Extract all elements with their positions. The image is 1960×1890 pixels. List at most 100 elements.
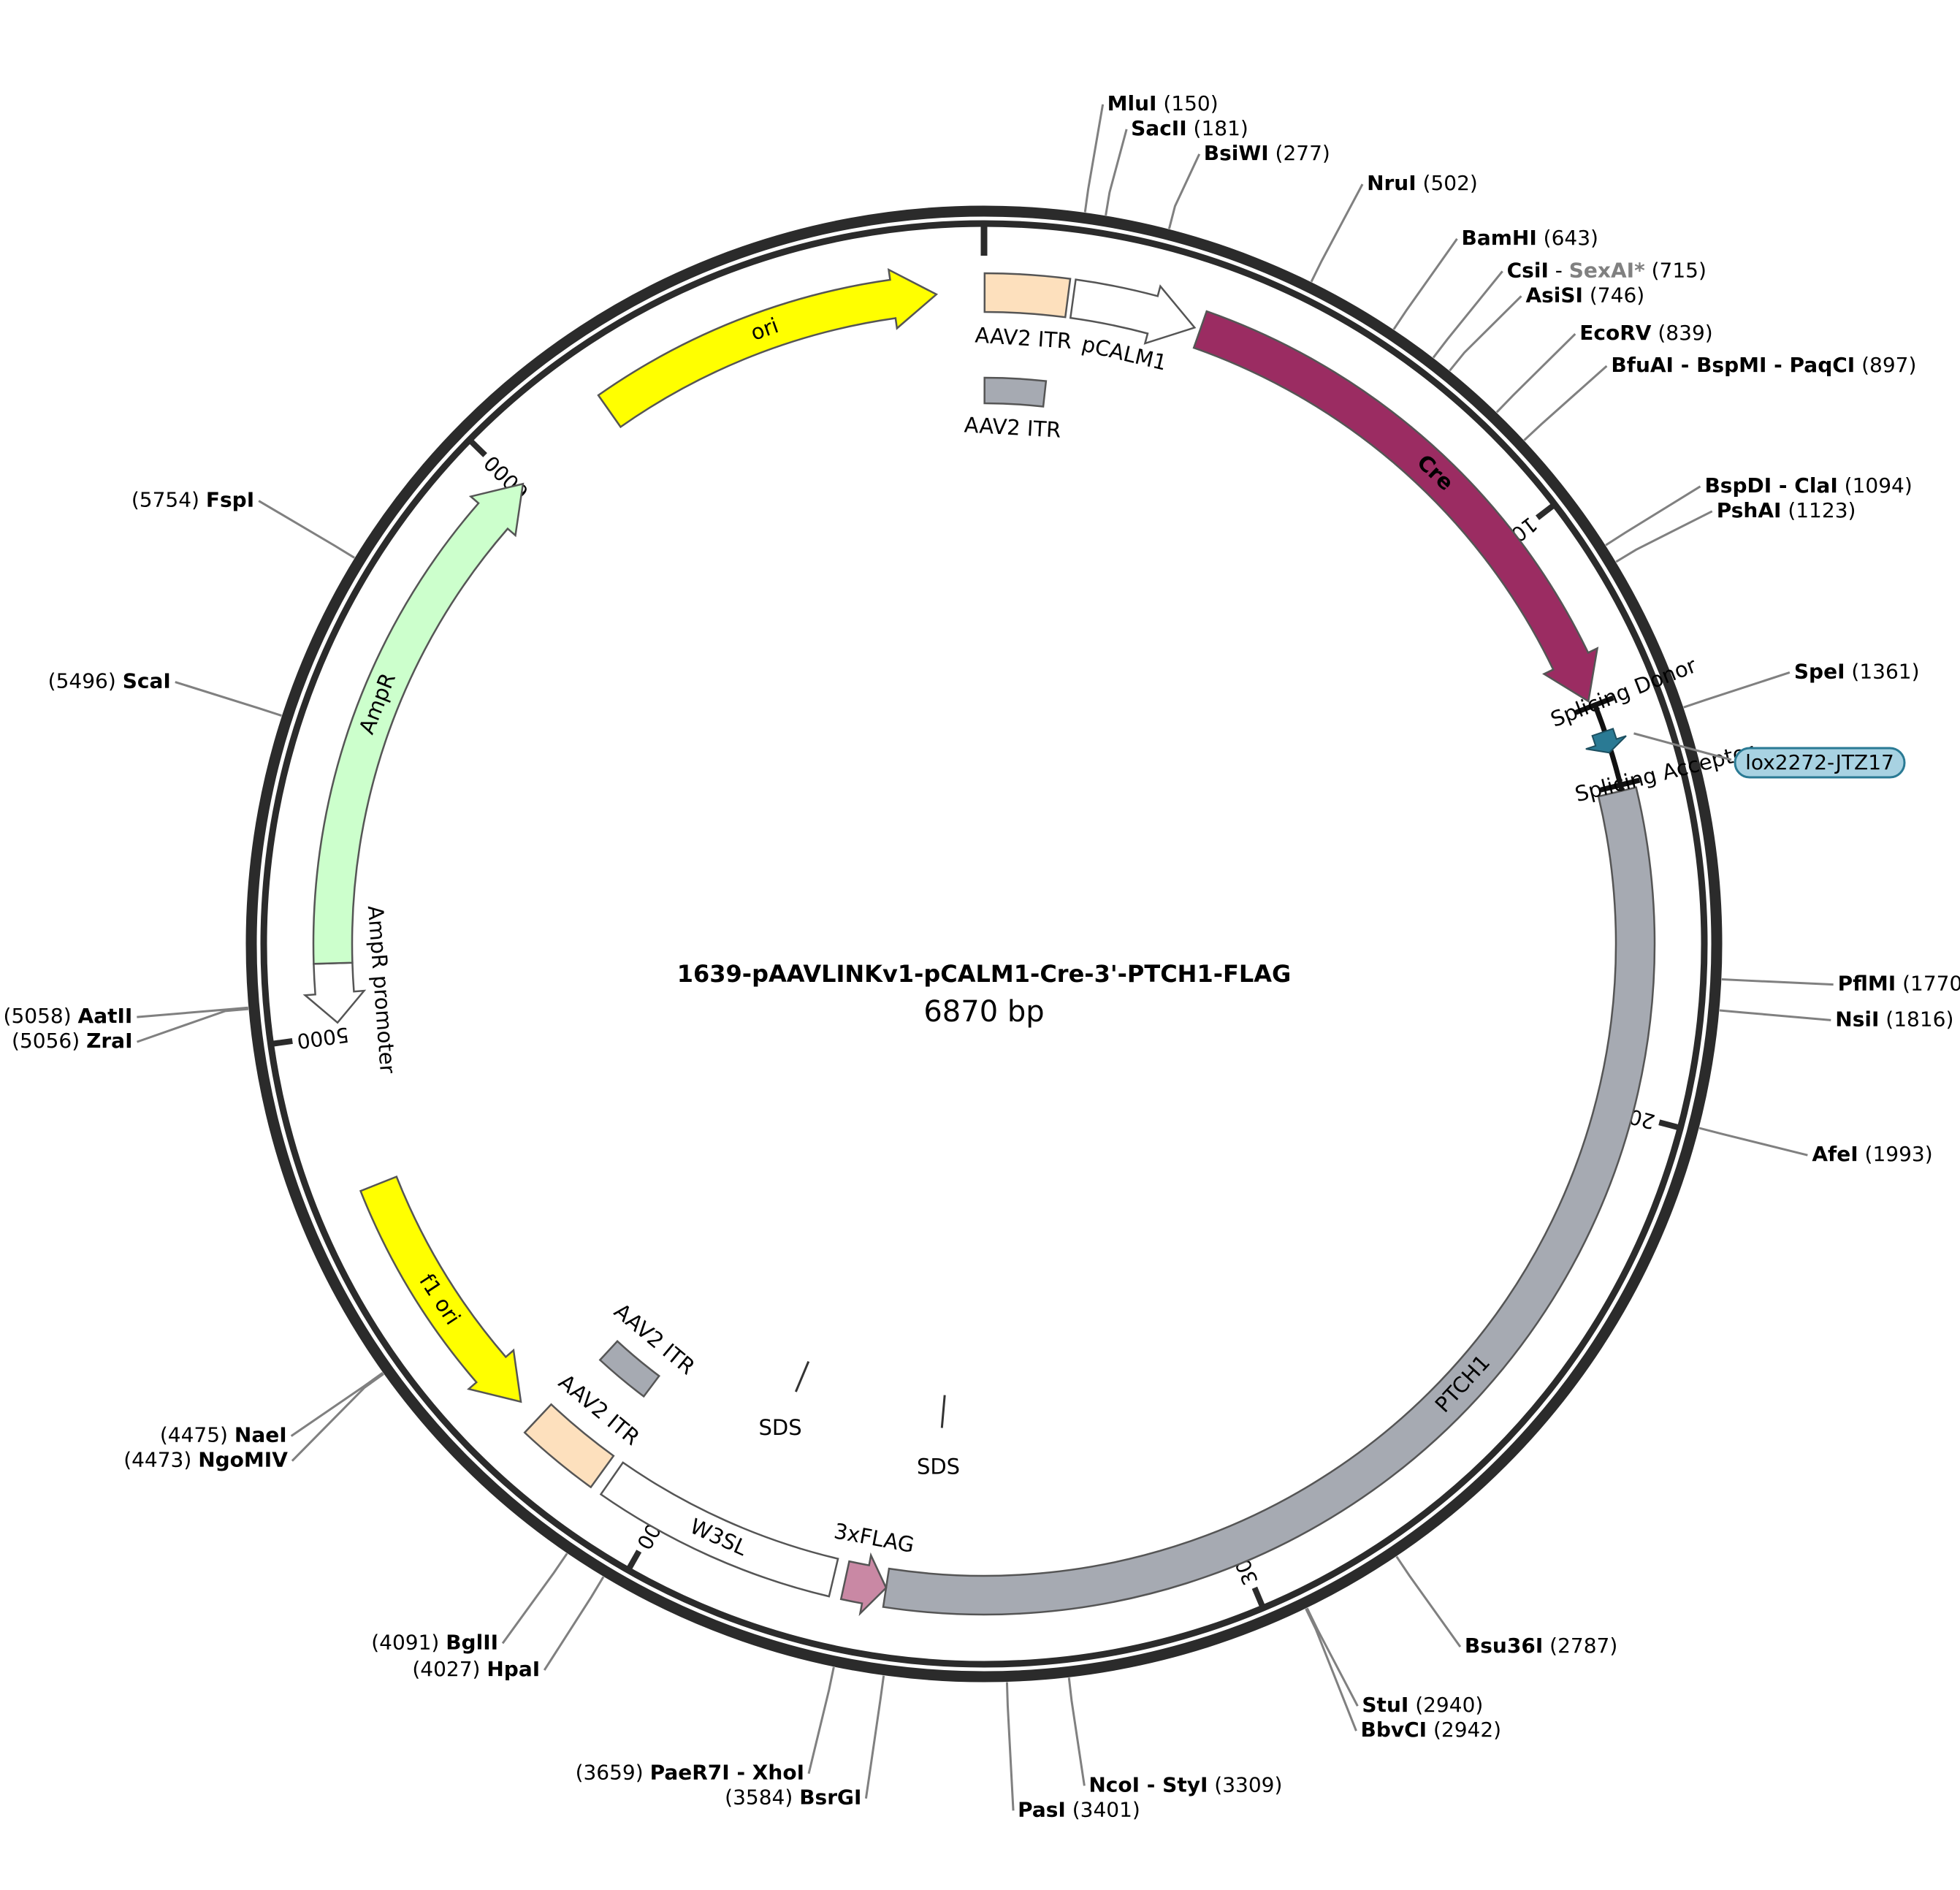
site-name-pshai: PshAI — [1717, 498, 1782, 522]
site-name-bspdi-clai: BspDI - ClaI — [1704, 473, 1837, 498]
site-position-naei: (4475) — [160, 1423, 234, 1447]
site-leader-paer7i-xhoi — [807, 1666, 835, 1775]
site-leader-scai — [175, 681, 282, 717]
site-label-ngomiv[interactable]: (4473) NgoMIV — [123, 1448, 288, 1472]
site-label-pshai[interactable]: PshAI (1123) — [1717, 498, 1856, 522]
site-position-pshai: (1123) — [1781, 498, 1856, 522]
site-leader-zrai — [137, 1007, 249, 1043]
site-position-bsiwi: (277) — [1269, 141, 1330, 165]
site-position-aatii: (5058) — [4, 1004, 78, 1028]
site-label-scai[interactable]: (5496) ScaI — [48, 669, 171, 693]
site-label-pasi[interactable]: PasI (3401) — [1018, 1797, 1140, 1821]
site-label-nsii[interactable]: NsiI (1816) — [1835, 1007, 1953, 1031]
site-label-nrui[interactable]: NruI (502) — [1367, 171, 1478, 195]
site-leader-bamhi — [1392, 238, 1458, 330]
feature-3xflag[interactable] — [839, 1552, 888, 1617]
site-label-fspi[interactable]: (5754) FspI — [131, 488, 254, 512]
site-label-ncoi-styi[interactable]: NcoI - StyI (3309) — [1088, 1772, 1282, 1796]
site-position-bspdi-clai: (1094) — [1838, 473, 1913, 498]
tick-mark-6000 — [469, 439, 487, 457]
backbone-inner-ring — [260, 220, 1708, 1668]
site-leader-aatii — [137, 1006, 248, 1018]
lox-site-badge[interactable] — [1734, 747, 1906, 779]
plasmid-size: 6870 bp — [923, 995, 1044, 1029]
feature-aav2-itr-4[interactable] — [598, 1340, 660, 1398]
site-label-aatii[interactable]: (5058) AatII — [4, 1004, 133, 1028]
site-separator: - — [1549, 258, 1569, 282]
site-label-pflmi[interactable]: PflMI (1770) — [1838, 972, 1960, 996]
site-leader-naei — [290, 1371, 384, 1437]
site-label-spei[interactable]: SpeI (1361) — [1794, 659, 1920, 683]
site-label-bglii[interactable]: (4091) BglII — [371, 1630, 498, 1654]
feature-ori[interactable] — [597, 267, 939, 429]
feature-label-3xflag: 3xFLAG — [832, 1518, 916, 1558]
site-leader-pasi — [1005, 1682, 1015, 1811]
site-alt-name-sexai: SexAI* — [1569, 258, 1645, 282]
feature-w3sl[interactable] — [599, 1461, 839, 1598]
feature-ampr-promoter[interactable] — [302, 961, 367, 1024]
site-position-ecorv: (839) — [1651, 321, 1712, 345]
site-label-stui[interactable]: StuI (2940) — [1362, 1693, 1483, 1717]
site-name-bamhi: BamHI — [1462, 226, 1537, 250]
site-name-scai: ScaI — [123, 669, 171, 693]
site-name-bglii: BglII — [446, 1630, 498, 1654]
site-label-hpai[interactable]: (4027) HpaI — [412, 1657, 540, 1681]
site-label-paer7i-xhoi[interactable]: (3659) PaeR7I - XhoI — [576, 1761, 804, 1785]
site-name-bfuai-bspmi-paqci: BfuAI - BspMI - PaqCI — [1611, 353, 1855, 377]
feature-aav2-itr-2[interactable] — [983, 376, 1048, 408]
site-position-pasi: (3401) — [1066, 1797, 1140, 1821]
site-name-stui: StuI — [1362, 1693, 1408, 1717]
site-position-nsii: (1816) — [1879, 1007, 1953, 1031]
site-position-scai: (5496) — [48, 669, 123, 693]
site-label-ecorv[interactable]: EcoRV (839) — [1579, 321, 1712, 345]
site-name-bsiwi: BsiWI — [1204, 141, 1269, 165]
site-name-fspi: FspI — [206, 488, 254, 512]
site-leader-ncoi-styi — [1067, 1677, 1086, 1786]
site-label-mlui[interactable]: MluI (150) — [1107, 91, 1219, 115]
site-position-mlui: (150) — [1156, 91, 1218, 115]
site-label-bsiwi[interactable]: BsiWI (277) — [1204, 141, 1330, 165]
site-label-bspdi-clai[interactable]: BspDI - ClaI (1094) — [1704, 473, 1912, 498]
site-leader-mlui — [1083, 104, 1105, 213]
site-label-zrai[interactable]: (5056) ZraI — [12, 1029, 132, 1053]
site-label-bamhi[interactable]: BamHI (643) — [1462, 226, 1598, 250]
site-position-bamhi: (643) — [1537, 226, 1598, 250]
site-leader-bbvci — [1305, 1608, 1357, 1731]
site-leader-bsiwi — [1167, 153, 1201, 229]
site-label-bsu36i[interactable]: Bsu36I (2787) — [1465, 1634, 1617, 1658]
site-label-csii[interactable]: CsiI - SexAI* (715) — [1507, 258, 1707, 282]
site-leader-pflmi — [1721, 978, 1834, 986]
site-position-bbvci: (2942) — [1427, 1718, 1501, 1742]
site-position-sacii: (181) — [1187, 116, 1248, 140]
site-name-bbvci: BbvCI — [1360, 1718, 1427, 1742]
feature-f1-ori[interactable] — [359, 1175, 522, 1403]
site-leader-afei — [1698, 1127, 1808, 1157]
feature-cre[interactable] — [1192, 310, 1599, 703]
site-name-spei: SpeI — [1794, 659, 1845, 683]
site-name-aatii: AatII — [78, 1004, 133, 1028]
marker-label-sds-2: SDS — [917, 1454, 960, 1479]
site-label-sacii[interactable]: SacII (181) — [1131, 116, 1248, 140]
site-name-afei: AfeI — [1812, 1142, 1858, 1166]
tick-label-5000: 5000 — [296, 1022, 351, 1053]
feature-aav2-itr-3[interactable] — [523, 1403, 615, 1489]
site-leader-bglii — [501, 1552, 568, 1645]
site-label-naei[interactable]: (4475) NaeI — [160, 1423, 287, 1447]
feature-ampr[interactable] — [312, 482, 525, 965]
site-position-hpai: (4027) — [412, 1657, 487, 1681]
lox-site-arrow[interactable] — [1585, 728, 1627, 754]
site-label-afei[interactable]: AfeI (1993) — [1812, 1142, 1932, 1166]
feature-label-aav2-itr-2: AAV2 ITR — [964, 412, 1061, 442]
feature-aav2-itr-1[interactable] — [983, 272, 1072, 319]
site-label-bfuai-bspmi-paqci[interactable]: BfuAI - BspMI - PaqCI (897) — [1611, 353, 1916, 377]
marker-splicing-donor — [1575, 695, 1614, 715]
feature-label-ampr-promoter: AmpR promoter — [363, 904, 400, 1074]
marker-sds-2 — [940, 1395, 946, 1428]
site-label-bsrgi[interactable]: (3584) BsrGI — [725, 1786, 861, 1810]
site-label-bbvci[interactable]: BbvCI (2942) — [1360, 1718, 1501, 1742]
feature-ptch1[interactable] — [882, 786, 1656, 1616]
feature-pcalm1[interactable] — [1069, 278, 1197, 345]
site-name-hpai: HpaI — [487, 1657, 540, 1681]
site-label-asisi[interactable]: AsiSI (746) — [1525, 283, 1644, 307]
